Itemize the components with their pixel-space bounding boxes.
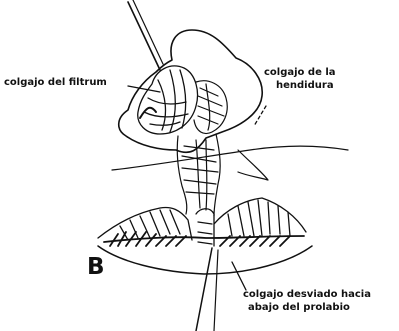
label-deviated-flap-line2: abajo del prolabio [248,303,350,314]
filtrum-flap [138,66,198,134]
cleft-flap-pointer [254,106,266,126]
upper-lip-right [214,198,306,236]
nasal-outline [119,30,262,152]
traction-line [112,146,348,170]
lower-suture-line [196,248,212,331]
lower-suture-line-2 [214,250,218,331]
label-cleft-flap-line1: colgajo de la [264,68,336,79]
label-filtrum-flap: colgajo del filtrum [4,78,107,89]
prolabium [196,209,214,246]
label-cleft-flap-line2: hendidura [276,81,334,92]
lip-shading [104,232,304,246]
filtrum-pointer [128,86,160,92]
lower-lip [98,246,312,274]
cleft-flap [194,81,227,134]
label-deviated-flap-line1: colgajo desviado hacia [243,290,371,301]
side-flap-edge [238,150,268,180]
panel-letter: B [87,254,105,280]
upper-suture-line [128,2,160,70]
upper-lip-left [98,208,192,241]
upper-suture-line-2 [133,0,163,64]
deviated-flap-pointer [232,262,246,290]
